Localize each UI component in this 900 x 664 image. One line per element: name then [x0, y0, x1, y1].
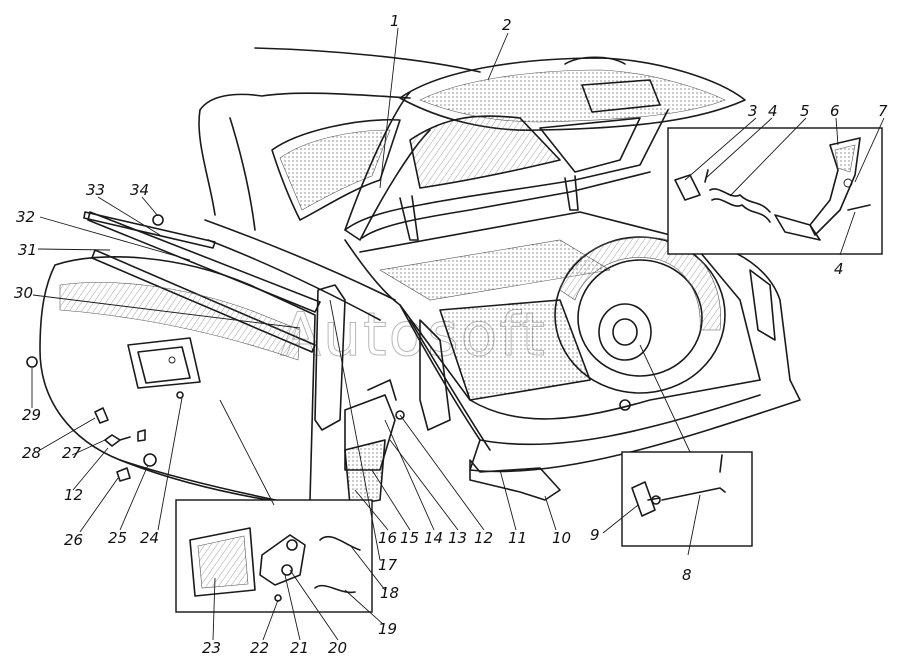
- callout-19: 19: [378, 620, 397, 638]
- callout-2: 2: [502, 16, 512, 34]
- callout-21: 21: [290, 639, 309, 657]
- callout-31: 31: [18, 241, 37, 259]
- callout-28: 28: [22, 444, 41, 462]
- callout-27: 27: [62, 444, 82, 462]
- pillar-brackets: [314, 284, 451, 506]
- callout-12b: 12: [64, 486, 83, 504]
- inset-wheel-clamp: [621, 451, 753, 547]
- callout-33: 33: [86, 181, 105, 199]
- inset-fuel-door: [175, 499, 373, 613]
- callout-23: 23: [202, 639, 221, 657]
- car-body: [198, 47, 481, 321]
- callout-34: 34: [130, 181, 149, 199]
- callout-5: 5: [800, 102, 810, 120]
- callout-11: 11: [508, 529, 527, 547]
- callout-3: 3: [748, 102, 758, 120]
- fasteners: [83, 211, 216, 482]
- callout-9: 9: [590, 526, 600, 544]
- callout-10: 10: [552, 529, 571, 547]
- callout-25: 25: [108, 529, 127, 547]
- callout-20: 20: [328, 639, 347, 657]
- callout-12a: 12: [474, 529, 493, 547]
- callout-22: 22: [250, 639, 269, 657]
- callout-6: 6: [830, 102, 840, 120]
- callout-14: 14: [424, 529, 443, 547]
- callout-17: 17: [378, 556, 398, 574]
- callout-15: 15: [400, 529, 419, 547]
- callout-7: 7: [878, 102, 888, 120]
- trunk-lid: [344, 56, 746, 241]
- callout-4b: 4: [834, 260, 844, 278]
- callout-4a: 4: [768, 102, 778, 120]
- callout-29: 29: [22, 406, 41, 424]
- callout-13: 13: [448, 529, 467, 547]
- callout-labels: 1 2 3 4 5 6 7 4 8 9 10 11 12 13 14 15 16…: [14, 12, 888, 657]
- callout-8: 8: [682, 566, 692, 584]
- callout-32: 32: [16, 208, 35, 226]
- callout-26: 26: [64, 531, 83, 549]
- callout-30: 30: [14, 284, 33, 302]
- callout-1: 1: [390, 12, 400, 30]
- inset-hinge-parts: [667, 127, 883, 255]
- callout-18: 18: [380, 584, 399, 602]
- callout-16: 16: [378, 529, 397, 547]
- leader-lines: [31, 27, 885, 641]
- callout-24: 24: [140, 529, 159, 547]
